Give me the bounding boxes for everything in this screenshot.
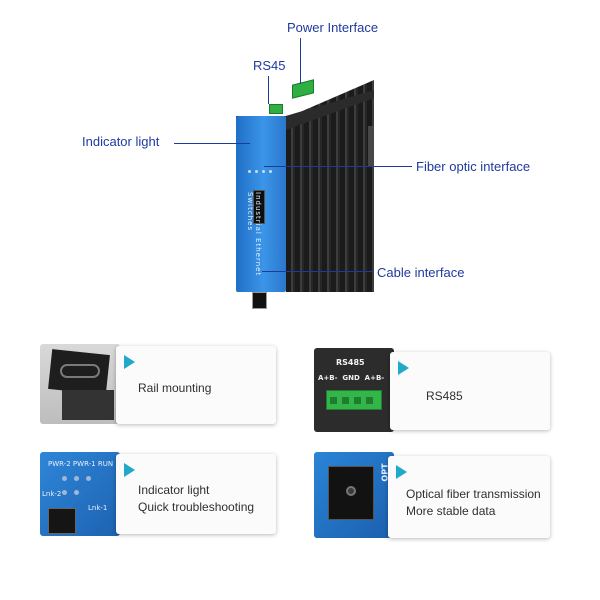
indicator-photo-left-label: Lnk-2 <box>42 490 62 498</box>
play-arrow-icon <box>398 361 409 375</box>
indicator-photo-top-label: PWR-2 PWR-1 RUN <box>48 460 114 468</box>
din-rail-clip <box>368 126 374 166</box>
feature-card-rs485: RS485 A+B- GND A+B- RS485 <box>312 348 552 432</box>
device-front-panel: Industrial Ethernet Switches <box>236 116 286 309</box>
device-side-text: Industrial Ethernet Switches <box>246 192 262 277</box>
feature-text-line1: Rail mounting <box>138 381 212 395</box>
fiber-port <box>253 190 265 224</box>
callout-rs45: RS45 <box>253 58 286 73</box>
feature-panel: Indicator light Quick troubleshooting <box>116 454 276 534</box>
rs485-terminal-block <box>326 390 382 410</box>
leader-power <box>300 38 301 84</box>
feature-text-line1: Indicator light <box>138 483 210 497</box>
indicator-photo-right-label: Lnk-1 <box>88 504 108 512</box>
play-arrow-icon <box>396 465 407 479</box>
rj45-port <box>252 292 267 309</box>
indicator-leds <box>246 162 276 178</box>
leader-fiber <box>264 166 412 167</box>
feature-panel: RS485 <box>390 352 550 430</box>
feature-card-rail-mounting: Rail mounting <box>40 340 280 424</box>
play-arrow-icon <box>124 355 135 369</box>
power-terminal <box>292 79 314 99</box>
switch-device-image: Industrial Ethernet Switches <box>236 79 376 309</box>
callout-fiber-optic-interface: Fiber optic interface <box>416 159 531 174</box>
callout-cable-interface: Cable interface <box>377 265 465 280</box>
feature-card-indicator-light: PWR-2 PWR-1 RUN Lnk-2 Lnk-1 Indicator li… <box>40 448 280 536</box>
optical-port-photo: OPT <box>314 452 394 538</box>
rs485-terminal <box>269 104 283 114</box>
play-arrow-icon <box>124 463 135 477</box>
feature-text-line2: Quick troubleshooting <box>138 500 255 514</box>
rs485-photo: RS485 A+B- GND A+B- <box>314 348 394 432</box>
feature-card-optical-fiber: OPT Optical fiber transmission More stab… <box>312 452 552 540</box>
callout-power-interface: Power Interface <box>287 20 379 35</box>
rs485-photo-title: RS485 <box>336 358 365 367</box>
rail-mounting-photo <box>40 344 120 424</box>
fiber-port-photo <box>328 466 374 520</box>
callout-indicator-light: Indicator light <box>82 134 160 149</box>
feature-text-line1: Optical fiber transmission <box>406 487 541 501</box>
feature-panel: Optical fiber transmission More stable d… <box>388 456 550 538</box>
leader-cable <box>262 271 373 272</box>
feature-panel: Rail mounting <box>116 346 276 424</box>
rj45-port-photo <box>48 508 76 534</box>
leader-indicator <box>174 143 250 144</box>
feature-text-line1: RS485 <box>426 389 463 403</box>
leader-rs45 <box>268 76 269 104</box>
indicator-photo: PWR-2 PWR-1 RUN Lnk-2 Lnk-1 <box>40 452 120 536</box>
feature-text-line2: More stable data <box>406 504 496 518</box>
rs485-photo-pins: A+B- GND A+B- <box>318 374 385 382</box>
